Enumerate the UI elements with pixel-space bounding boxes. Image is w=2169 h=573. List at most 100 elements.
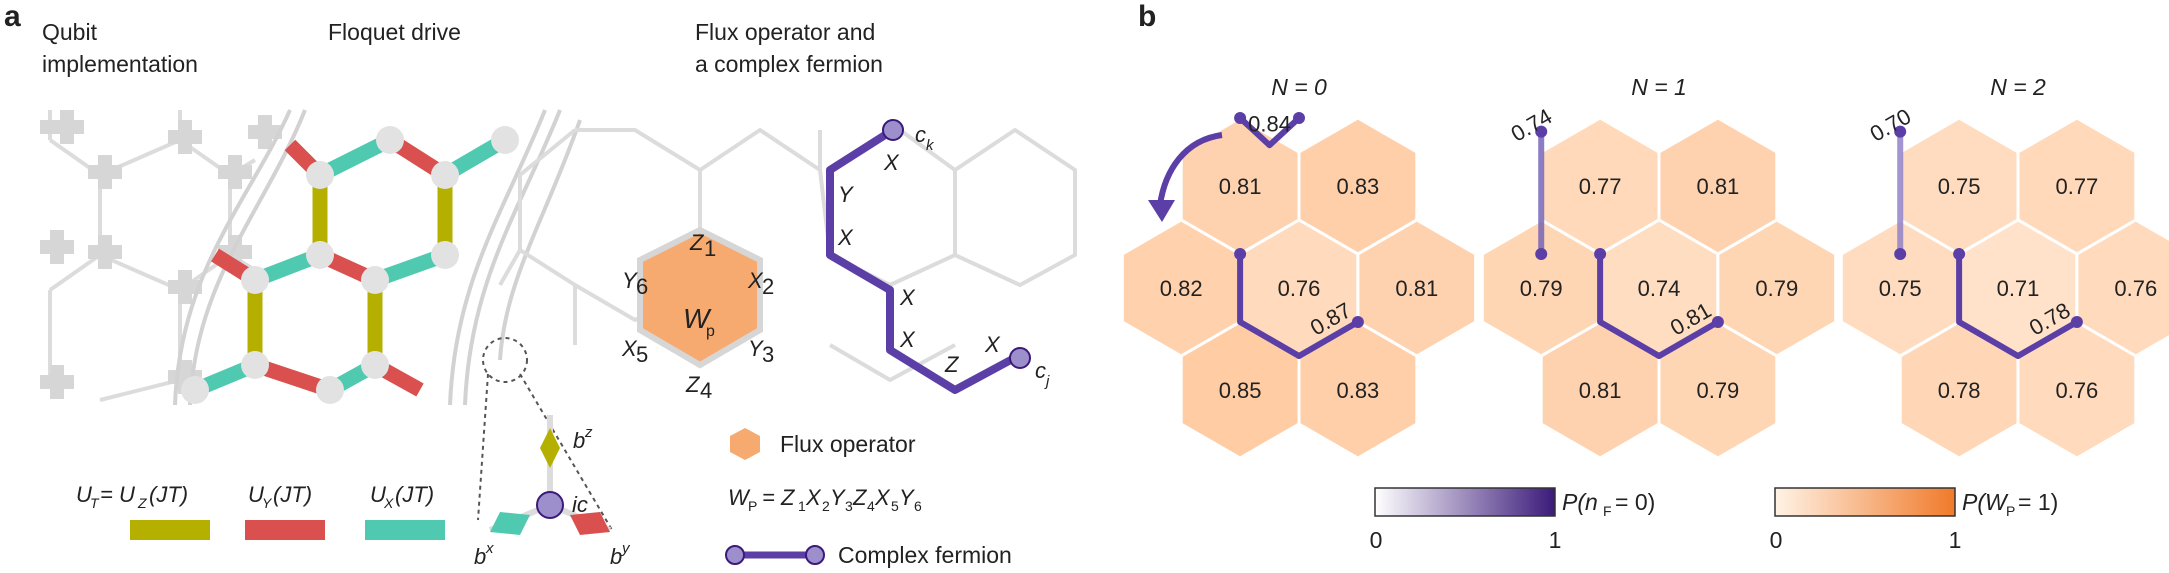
hex-value: 0.76	[2055, 378, 2098, 403]
wp-label: W	[683, 303, 712, 334]
hex-value: 0.76	[2114, 276, 2157, 301]
legend-wp-sub: P	[748, 498, 757, 514]
vertex-bz-sup: z	[584, 424, 593, 441]
legend-wp-s5: 5	[891, 498, 899, 514]
legend-fermion-node-b	[805, 545, 825, 565]
rotation-arrow	[1148, 132, 1223, 222]
legend-wp-z4: Z	[852, 485, 868, 510]
hex-value: 0.75	[1938, 174, 1981, 199]
hex-value: 0.79	[1696, 378, 1739, 403]
hex-value: 0.79	[1520, 276, 1563, 301]
hex-value: 0.71	[1997, 276, 2040, 301]
legend-wp-rhs: = Z	[762, 485, 796, 510]
string-node	[1711, 316, 1724, 328]
legend-x-swatch	[365, 520, 445, 540]
legend-ux: U	[370, 482, 386, 507]
colorbar-fermion-min: 0	[1370, 527, 1383, 553]
legend-wp-x2: X	[805, 485, 822, 510]
legend-uz-arg: (JT)	[149, 482, 188, 507]
wp-subscript: p	[706, 323, 715, 340]
section-flux-title-2: a complex fermion	[695, 51, 883, 77]
group-title: N = 2	[1990, 74, 2046, 100]
qubit-crosses	[40, 110, 282, 399]
colorbar-fermion-rest: = 0)	[1615, 489, 1655, 515]
string-middle	[1237, 254, 1360, 359]
string-node	[1535, 125, 1548, 138]
legend-wp-s1: 1	[798, 498, 806, 514]
vertex-ic: ic	[572, 492, 588, 517]
op-y3-sub: 3	[762, 342, 774, 367]
endpoint-ck: c	[915, 122, 926, 147]
legend-ut-sub: T	[90, 495, 100, 511]
hex-value: 0.78	[1938, 378, 1981, 403]
flux-plaquette	[637, 226, 763, 369]
edge-label-upper: 0.70	[1866, 104, 1916, 147]
legend-flux-swatch	[730, 428, 760, 460]
op-z4-sub: 4	[700, 378, 712, 403]
endpoint-cj-sub: j	[1044, 373, 1050, 390]
hex-value: 0.75	[1879, 276, 1922, 301]
string-node	[1234, 112, 1247, 124]
hex-value: 0.83	[1336, 174, 1379, 199]
hex-value: 0.79	[1755, 276, 1798, 301]
legend-uz-sub: Z	[137, 495, 147, 511]
op-x5: X	[621, 336, 638, 361]
group-title: N = 1	[1631, 74, 1687, 100]
legend-fermion-text: Complex fermion	[838, 542, 1012, 568]
hex-value: 0.81	[1696, 174, 1739, 199]
string-node	[1293, 112, 1305, 124]
zoom-line-left	[477, 373, 489, 521]
endpoint-cj-node	[1009, 347, 1031, 369]
endpoint-cj: c	[1035, 358, 1046, 383]
string-node	[1953, 248, 1966, 260]
endpoint-ck-node	[882, 119, 904, 141]
legend-wp-y3: Y	[830, 485, 846, 510]
hex-value: 0.85	[1219, 378, 1262, 403]
op-z4: Z	[685, 372, 701, 397]
edge-label-upper: 0.84	[1248, 111, 1291, 136]
colorbar-flux-max: 1	[1949, 527, 1962, 553]
legend-wp-s4: 4	[867, 498, 875, 514]
hex-value: 0.82	[1160, 276, 1203, 301]
legend-wp-y6: Y	[899, 485, 915, 510]
op-x2-sub: 2	[762, 274, 774, 299]
string-node	[1234, 248, 1247, 260]
section-floquet-title: Floquet drive	[328, 19, 461, 45]
hex-value: 0.76	[1278, 276, 1321, 301]
op-x5-sub: 5	[636, 342, 648, 367]
path-op-2: X	[837, 225, 854, 250]
zoom-circle	[482, 337, 528, 383]
string-upper	[1238, 115, 1302, 149]
fermion-string	[826, 126, 1022, 394]
legend-wp-formula: W	[728, 485, 751, 510]
path-op-6: X	[984, 332, 1001, 357]
panel-a-letter: a	[4, 0, 21, 33]
string-middle	[1956, 254, 2079, 359]
legend-uy-sub: Y	[262, 495, 273, 511]
path-op-5: Z	[944, 352, 960, 377]
hex-value: 0.81	[1395, 276, 1438, 301]
op-x2: X	[747, 268, 764, 293]
endpoint-ck-sub: k	[926, 137, 935, 154]
legend-fermion-node-a	[725, 545, 745, 565]
path-op-3: X	[899, 285, 916, 310]
hex-value: 0.81	[1579, 378, 1622, 403]
colorbar-fermion	[1374, 487, 1556, 517]
hex-value: 0.74	[1638, 276, 1681, 301]
colorbar-flux-sub: P	[2006, 503, 2015, 519]
legend-ux-sub: X	[383, 495, 394, 511]
string-node	[2070, 316, 2083, 328]
colorbar-fermion-sub: F	[1603, 503, 1612, 519]
flux-legend: Flux operator W P = Z 1 X 2 Y 3 Z 4 X 5 …	[725, 428, 1012, 568]
floquet-nodes	[181, 126, 519, 404]
hex-value: 0.77	[2055, 174, 2098, 199]
legend-ut: U	[76, 482, 92, 507]
string-node	[1351, 316, 1364, 328]
legend-flux-text: Flux operator	[780, 431, 916, 457]
op-y3: Y	[748, 336, 764, 361]
legend-ux-arg: (JT)	[395, 482, 434, 507]
legend-z-swatch	[130, 520, 210, 540]
colorbar-flux	[1774, 487, 1956, 517]
